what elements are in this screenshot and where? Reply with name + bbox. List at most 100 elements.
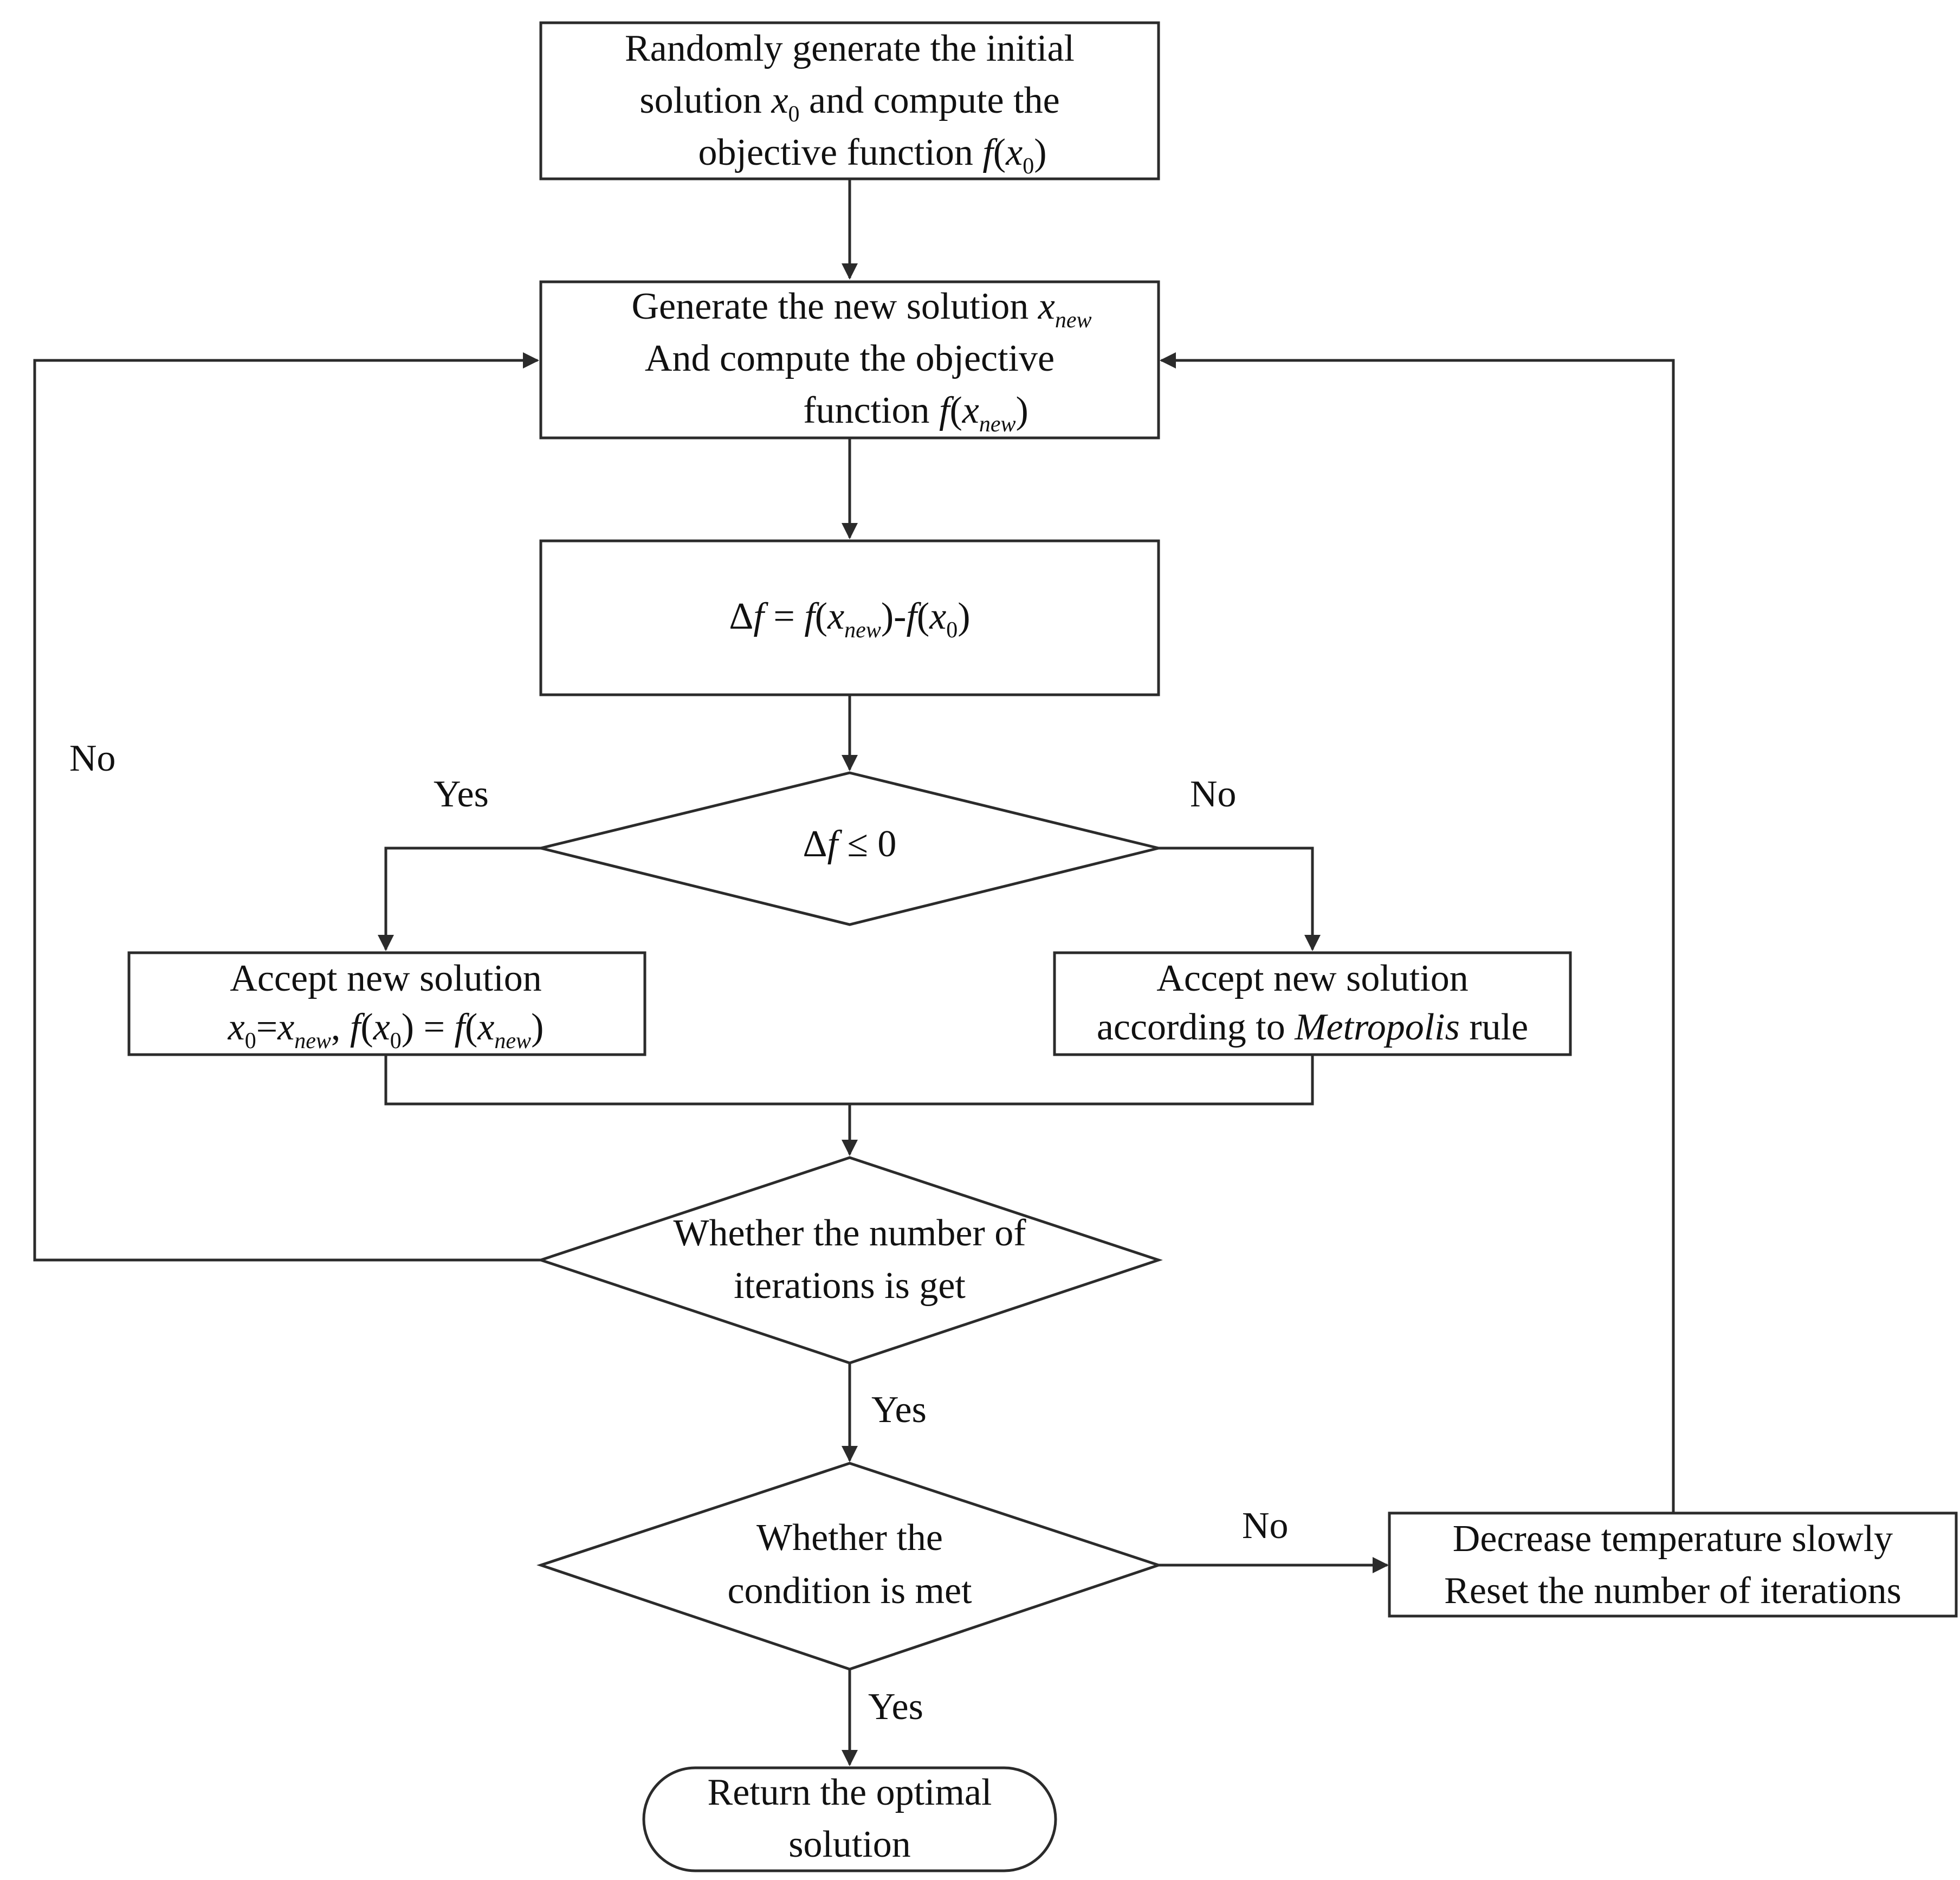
generate-box-close: ): [1015, 390, 1028, 431]
svg-text:x0=xnew, f(x0) = f(xnew): x0=xnew, f(x0) = f(xnew): [228, 1006, 544, 1054]
accept-box-eq1: =: [256, 1006, 277, 1048]
accept-box-x2: x: [277, 1006, 294, 1048]
accept-box-c2: ): [531, 1006, 544, 1048]
delta-box-eq: =: [764, 596, 804, 637]
delta-box-close3: ): [958, 596, 970, 637]
generate-box-rect: [539, 280, 1160, 440]
start-box-close: ): [1034, 132, 1046, 173]
start-box-x: x: [1005, 132, 1023, 173]
generate-box-x: x: [962, 390, 979, 431]
generate-box-line2: And compute the objective: [645, 338, 1055, 379]
delta-box-rect: [539, 539, 1160, 696]
delta-box: Δf = f(xnew)-f(x0): [539, 539, 1160, 696]
generate-box: Generate the new solution xnew And compu…: [539, 280, 1160, 440]
start-box-rect: [539, 21, 1160, 180]
decrease-box-line1: Decrease temperature slowly: [1453, 1518, 1893, 1560]
accept-box-rect: [127, 951, 646, 1056]
decision-condition-diamond: [536, 1462, 1163, 1671]
decision-delta: Δf ≤ 0: [540, 771, 1159, 926]
label-no-left: No: [69, 738, 116, 779]
arrow-decision2-no-loop: [33, 352, 541, 1262]
end-terminal: Return the optimal solution: [642, 1766, 1057, 1872]
decision-iterations: Whether the number of iterations is get: [536, 1156, 1163, 1365]
accept-box-comma: ,: [331, 1006, 350, 1048]
label-yes-decision1: Yes: [434, 773, 489, 815]
decision-iterations-line2: iterations is get: [734, 1265, 966, 1307]
delta-box-x3: x: [929, 596, 946, 637]
start-box-open: (: [993, 132, 1006, 173]
delta-box-open2: (: [815, 596, 827, 637]
start-box-sub: 0: [788, 102, 800, 127]
decision-iterations-line1: Whether the number of: [673, 1212, 1026, 1254]
arrow-decision1-no-to-metropolis: [1159, 847, 1321, 951]
decision-iterations-diamond: [536, 1156, 1163, 1365]
start-box-var: x: [771, 80, 788, 121]
decision-delta-diamond: [540, 771, 1159, 926]
label-yes-decision3: Yes: [868, 1686, 923, 1728]
merge-line: [384, 1055, 1314, 1106]
connectors: [33, 179, 1675, 1766]
branch-labels: No Yes No Yes No Yes: [69, 738, 1289, 1728]
accept-box-s2: new: [294, 1029, 331, 1054]
metropolis-box-line1: Accept new solution: [1156, 958, 1468, 999]
end-terminal-rect: [642, 1766, 1057, 1872]
metropolis-box-line2-b: rule: [1460, 1006, 1528, 1048]
label-no-decision3: No: [1242, 1505, 1289, 1547]
delta-box-open3: (: [917, 596, 929, 637]
svg-text:Generate the new solution xnew: Generate the new solution xnew: [631, 286, 1091, 333]
generate-box-line1-a: Generate the new solution: [631, 286, 1038, 327]
accept-box-eq2: =: [414, 1006, 454, 1048]
metropolis-box-line2-a: according to: [1097, 1006, 1295, 1048]
generate-box-sub: new: [1055, 308, 1092, 333]
delta-box-delta: Δ: [729, 596, 753, 637]
generate-box-x-sub: new: [979, 412, 1016, 437]
accept-box-s1: 0: [245, 1029, 256, 1054]
generate-box-line3-a: function: [803, 390, 939, 431]
accept-box-x3: x: [373, 1006, 390, 1048]
start-box-line3-a: objective function: [698, 132, 983, 173]
accept-box-line1: Accept new solution: [230, 958, 541, 999]
start-box-line2-b: and compute the: [800, 80, 1060, 121]
svg-text:Δf ≤ 0: Δf ≤ 0: [803, 823, 897, 865]
end-terminal-line2: solution: [788, 1824, 911, 1865]
svg-text:according to Metropolis rule: according to Metropolis rule: [1097, 1006, 1528, 1048]
accept-box-o2: (: [465, 1006, 477, 1048]
delta-box-sub3: 0: [946, 618, 958, 643]
start-box-line2-a: solution: [639, 80, 771, 121]
metropolis-box-rect: [1053, 951, 1572, 1056]
start-box: Randomly generate the initial solution x…: [539, 21, 1160, 180]
label-no-decision1: No: [1190, 773, 1237, 815]
decrease-box-rect: [1388, 1511, 1958, 1618]
decision-delta-d: Δ: [803, 823, 827, 865]
accept-box-x1: x: [228, 1006, 245, 1048]
svg-text:objective function f(x0): objective function f(x0): [698, 132, 1047, 179]
label-yes-decision2: Yes: [871, 1389, 927, 1431]
accept-box-s3: 0: [390, 1029, 402, 1054]
start-box-line1: Randomly generate the initial: [625, 28, 1075, 69]
svg-text:Δf = f(xnew)-f(x0): Δf = f(xnew)-f(x0): [729, 596, 970, 643]
decrease-box-line2: Reset the number of iterations: [1444, 1570, 1901, 1612]
decision-condition-line2: condition is met: [727, 1570, 972, 1612]
generate-box-open: (: [949, 390, 962, 431]
start-box-x-sub: 0: [1023, 154, 1034, 179]
delta-box-x2: x: [827, 596, 844, 637]
accept-box-o1: (: [360, 1006, 373, 1048]
generate-box-var: x: [1038, 286, 1055, 327]
end-terminal-line1: Return the optimal: [708, 1772, 992, 1813]
svg-text:solution x0 and compute the: solution x0 and compute the: [639, 80, 1059, 127]
svg-text:Randomly generate the initial: Randomly generate the initial: [625, 28, 1075, 69]
metropolis-box: Accept new solution according to Metropo…: [1053, 951, 1572, 1056]
decision-condition: Whether the condition is met: [536, 1462, 1163, 1671]
decision-delta-rest: ≤ 0: [838, 823, 896, 865]
decrease-box: Decrease temperature slowly Reset the nu…: [1388, 1511, 1958, 1618]
accept-box: Accept new solution x0=xnew, f(x0) = f(x…: [127, 951, 646, 1056]
accept-box-s4: new: [494, 1029, 531, 1054]
arrow-decrease-to-generate: [1160, 352, 1675, 1513]
arrow-decision1-yes-to-accept: [378, 847, 541, 951]
svg-text:function f(xnew): function f(xnew): [803, 390, 1028, 437]
accept-box-x4: x: [477, 1006, 494, 1048]
delta-box-close2: )-: [881, 596, 907, 637]
delta-box-sub2: new: [844, 618, 881, 643]
